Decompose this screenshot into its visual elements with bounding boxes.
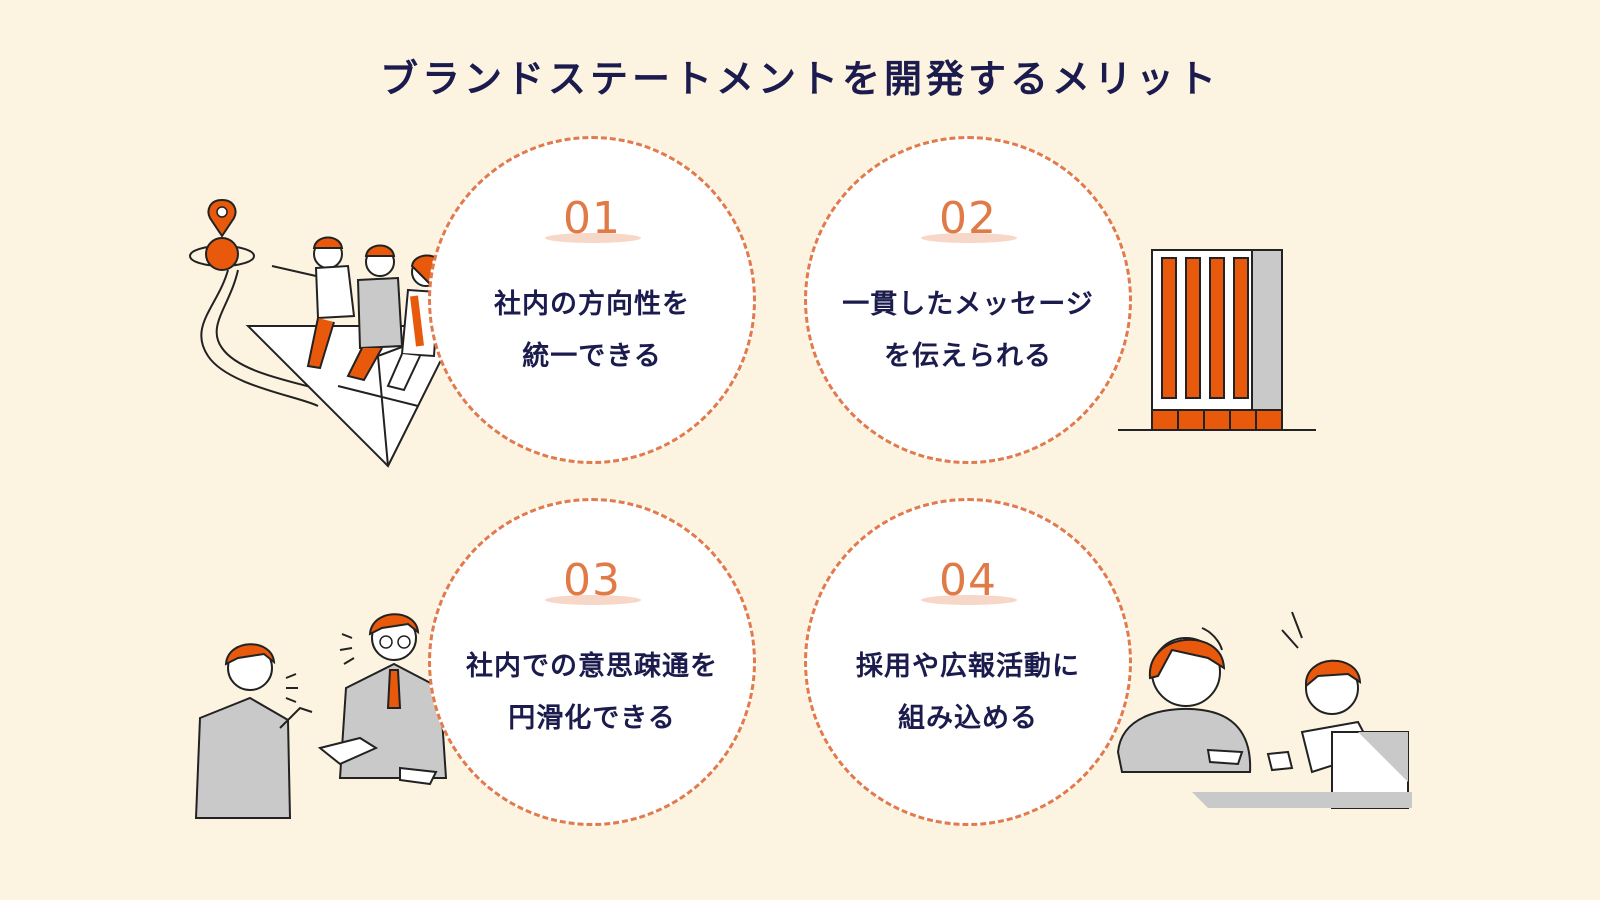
winding-road: [200, 269, 319, 407]
handshake-conversation-illustration: [194, 613, 448, 819]
office-building-illustration: [1118, 249, 1316, 431]
desk: [1192, 792, 1412, 808]
benefit-number: 04: [939, 555, 997, 606]
benefit-card-02: 02 一貫したメッセージ を伝えられる: [804, 136, 1132, 464]
benefit-card-01: 01 社内の方向性を 統一できる: [428, 136, 756, 464]
number-brush-accent: [921, 595, 1017, 605]
benefit-line: 組み込める: [898, 703, 1038, 734]
benefit-line: を伝えられる: [884, 341, 1052, 372]
number-brush-accent: [921, 233, 1017, 243]
window-column: [1209, 257, 1225, 399]
location-pin-icon: [207, 198, 237, 238]
benefit-description: 一貫したメッセージ を伝えられる: [807, 279, 1129, 383]
page-title: ブランドステートメントを開発するメリット: [379, 57, 1220, 101]
globe-icon: [205, 237, 239, 271]
benefit-line: 社内の方向性を: [494, 289, 690, 320]
benefit-description: 社内での意思疎通を 円滑化できる: [431, 641, 753, 745]
window-column: [1233, 257, 1249, 399]
handshake-hands: [317, 736, 379, 766]
benefit-line: 社内での意思疎通を: [466, 651, 718, 682]
number-brush-accent: [545, 595, 641, 605]
benefit-description: 社内の方向性を 統一できる: [431, 279, 753, 383]
window-column: [1185, 257, 1201, 399]
team-on-paper-plane-illustration: [189, 198, 460, 468]
benefit-number: 03: [563, 555, 621, 606]
benefit-description: 採用や広報活動に 組み込める: [807, 641, 1129, 745]
benefit-number: 02: [939, 193, 997, 244]
benefit-line: 統一できる: [522, 341, 662, 372]
window-column: [1161, 257, 1177, 399]
benefit-line: 一貫したメッセージ: [842, 289, 1094, 320]
benefit-card-03: 03 社内での意思疎通を 円滑化できる: [428, 498, 756, 826]
benefit-card-04: 04 採用や広報活動に 組み込める: [804, 498, 1132, 826]
number-brush-accent: [545, 233, 641, 243]
benefit-line: 採用や広報活動に: [856, 651, 1080, 682]
benefit-line: 円滑化できる: [508, 703, 676, 734]
interview-meeting-illustration: [1116, 611, 1412, 809]
benefit-number: 01: [563, 193, 621, 244]
